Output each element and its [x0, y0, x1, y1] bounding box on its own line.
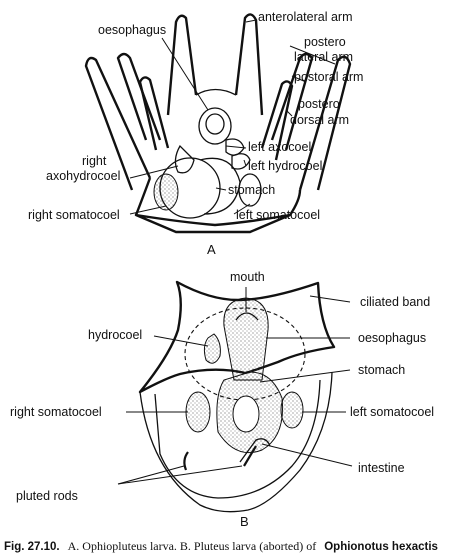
anterolateral-arm-left — [166, 14, 198, 116]
dashed-boundary — [184, 307, 306, 401]
label-stomach-b: stomach — [358, 363, 405, 377]
mouth-b — [235, 312, 259, 321]
larva-body-outline — [134, 177, 302, 234]
oral-hood — [195, 88, 237, 96]
hydrocoel-b — [203, 333, 221, 364]
larva-b-outer — [154, 379, 321, 499]
hydrocoel-a — [231, 153, 251, 170]
label-ciliated-band: ciliated band — [360, 295, 430, 309]
figure-a-letter: A — [207, 242, 216, 257]
figure-b-labels: mouth ciliated band hydrocoel oesophagus… — [10, 270, 434, 529]
figure-a-labels: oesophagus anterolateral arm postero lat… — [28, 10, 363, 257]
intestine-b — [239, 438, 271, 463]
label-right-somatocoel-b: right somatocoel — [10, 405, 102, 419]
right-somatocoel-a — [153, 173, 179, 211]
figure-a-leaders — [129, 19, 336, 215]
label-posterodorsal-arm-2: dorsal arm — [290, 113, 349, 127]
label-posterolateral-arm-2: lateral arm — [294, 50, 353, 64]
label-intestine-b: intestine — [358, 461, 405, 475]
caption-fig-number: Fig. 27.10. — [4, 541, 60, 553]
figure-caption: Fig. 27.10. A. Ophiopluteus larva. B. Pl… — [4, 537, 438, 554]
ophiopluteus-drawing — [84, 13, 352, 234]
label-stomach-a: stomach — [228, 183, 275, 197]
label-mouth-b: mouth — [230, 270, 265, 284]
label-left-axocoel: left axocoel — [248, 140, 311, 154]
oesophagus-a — [198, 107, 232, 145]
postoral-arm-right — [270, 52, 314, 151]
label-postoral-arm: postoral arm — [294, 70, 363, 84]
oesophagus-lumen-a — [205, 113, 225, 135]
caption-species: Ophionotus hexactis — [324, 541, 438, 553]
posterolateral-arm-left — [84, 56, 152, 191]
label-oesophagus-b: oesophagus — [358, 331, 426, 345]
label-oesophagus-a: oesophagus — [98, 23, 166, 37]
anterolateral-arm-right — [234, 13, 264, 116]
label-right-axohydrocoel-1: right — [82, 154, 107, 168]
label-pluted-rods: pluted rods — [16, 489, 78, 503]
pluteus-drawing — [138, 280, 336, 513]
label-posterodorsal-arm-1: postero — [298, 97, 340, 111]
postoral-arm-left — [116, 52, 162, 141]
posterodorsal-arm-left — [138, 76, 170, 151]
label-right-axohydrocoel-2: axohydrocoel — [46, 169, 120, 183]
left-somatocoel-b — [280, 391, 304, 429]
larva-b-body — [139, 371, 333, 513]
label-right-somatocoel-a: right somatocoel — [28, 208, 120, 222]
pluted-rod-left — [183, 451, 189, 471]
caption-text: A. Ophiopluteus larva. B. Pluteus larva … — [68, 539, 317, 553]
label-left-somatocoel-b: left somatocoel — [350, 405, 434, 419]
figure-b-leaders — [117, 287, 353, 485]
label-anterolateral-arm: anterolateral arm — [258, 10, 353, 24]
left-somatocoel-a — [238, 173, 262, 207]
label-left-somatocoel-a: left somatocoel — [236, 208, 320, 222]
figure-b-letter: B — [240, 514, 249, 529]
label-posterolateral-arm-1: postero — [304, 35, 346, 49]
caption-line: Fig. 27.10. A. Ophiopluteus larva. B. Pl… — [4, 537, 438, 554]
label-hydrocoel-b: hydrocoel — [88, 328, 142, 342]
posterodorsal-arm-right — [260, 80, 294, 161]
label-left-hydrocoel: left hydrocoel — [248, 159, 322, 173]
right-axohydrocoel-a — [174, 144, 195, 174]
right-somatocoel-b — [185, 391, 211, 433]
pluted-rod-right — [243, 445, 257, 467]
posterolateral-arm-right — [298, 55, 352, 191]
stomach-lumen-b — [232, 395, 260, 433]
